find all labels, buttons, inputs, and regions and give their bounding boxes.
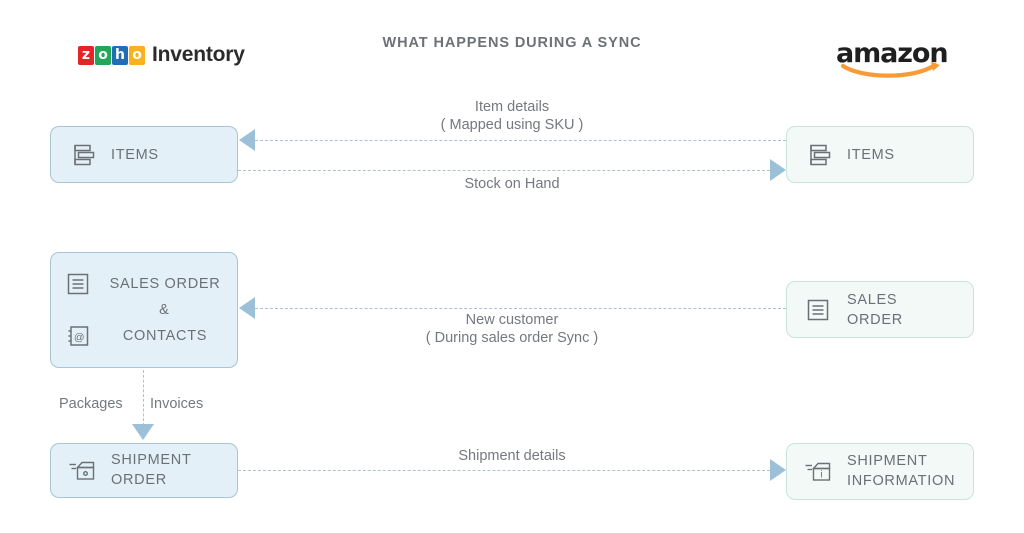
connector-item-details-arrowhead <box>239 129 255 151</box>
node-sales-order-ampersand: & <box>159 302 169 318</box>
connector-item-details-label: Item details ( Mapped using SKU ) <box>440 99 584 134</box>
amazon-wordmark: amazon <box>836 38 949 69</box>
connector-stock-on-hand-arrowhead <box>770 159 786 181</box>
zoho-tile-o1: o <box>95 45 111 65</box>
node-shipment-order-left-label: SHIPMENT ORDER <box>111 451 192 488</box>
svg-text:@: @ <box>74 332 85 344</box>
shipment-box-icon <box>67 456 97 486</box>
document-lines-icon <box>803 295 833 325</box>
connector-shipment-details-line <box>238 470 770 471</box>
connector-new-customer-arrowhead <box>239 297 255 319</box>
items-list-icon <box>67 140 97 170</box>
document-lines-icon <box>63 269 93 299</box>
node-contacts-left-label: CONTACTS <box>122 328 208 344</box>
connector-stock-on-hand-label: Stock on Hand <box>464 176 560 192</box>
node-sales-order-right-label: SALES ORDER <box>847 291 903 328</box>
connector-item-details-line <box>255 140 786 141</box>
node-shipment-information-right[interactable]: i SHIPMENT INFORMATION <box>786 443 974 500</box>
node-items-left[interactable]: ITEMS <box>50 126 238 183</box>
node-shipment-information-right-label: SHIPMENT INFORMATION <box>847 452 956 489</box>
node-sales-order-row: SALES ORDER <box>63 267 225 301</box>
node-sales-order-contacts-left[interactable]: SALES ORDER & @ CONTACTS <box>50 252 238 368</box>
zoho-tile-z: z <box>78 45 94 65</box>
node-sales-order-left-label: SALES ORDER <box>109 276 221 292</box>
connector-invoices-label: Invoices <box>150 396 204 412</box>
node-items-left-label: ITEMS <box>111 146 159 163</box>
node-sales-order-right[interactable]: SALES ORDER <box>786 281 974 338</box>
connector-new-customer-line <box>255 308 786 309</box>
amazon-smile-icon <box>836 62 946 78</box>
zoho-tile-h: h <box>112 45 128 65</box>
connector-packages-label: Packages <box>59 396 123 412</box>
node-items-right[interactable]: ITEMS <box>786 126 974 183</box>
zoho-inventory-logo: z o h o Inventory <box>78 43 245 67</box>
node-items-right-label: ITEMS <box>847 146 895 163</box>
connector-new-customer-label: New customer ( During sales order Sync ) <box>425 312 599 347</box>
svg-text:i: i <box>820 469 822 480</box>
items-list-icon <box>803 140 833 170</box>
connector-shipment-details-label: Shipment details <box>458 448 566 464</box>
node-contacts-row: @ CONTACTS <box>63 319 225 353</box>
connector-stock-on-hand-line <box>238 170 770 171</box>
contacts-book-icon: @ <box>63 321 93 351</box>
shipment-box-info-icon: i <box>803 457 833 487</box>
page-title: WHAT HAPPENS DURING A SYNC <box>382 35 642 51</box>
zoho-tile-o2: o <box>129 45 145 65</box>
node-shipment-order-left[interactable]: SHIPMENT ORDER <box>50 443 238 498</box>
connector-internal-flow-arrowhead <box>132 424 154 440</box>
amazon-logo: amazon <box>836 38 949 78</box>
zoho-product-name: Inventory <box>152 43 245 66</box>
connector-internal-flow-line <box>143 370 144 426</box>
connector-shipment-details-arrowhead <box>770 459 786 481</box>
zoho-logo-tiles: z o h o <box>78 45 145 65</box>
